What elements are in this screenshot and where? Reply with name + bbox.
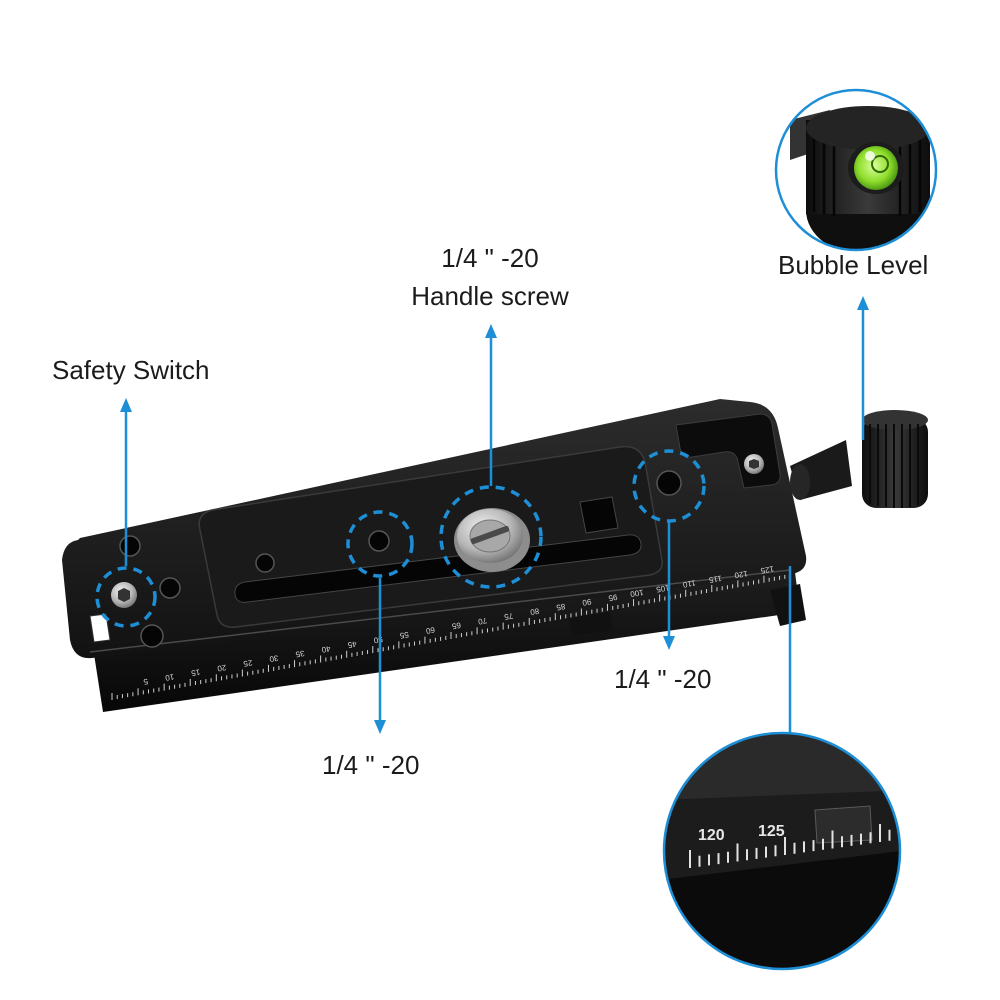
- ruler-number: 105: [655, 583, 670, 594]
- thread-bottom-label: 1/4 " -20: [322, 750, 420, 780]
- callout-rings: [95, 449, 706, 628]
- bubble-level-label: Bubble Level: [778, 250, 929, 280]
- zoom-ruler-number: 120: [698, 827, 725, 844]
- callout-arrows: [120, 296, 869, 756]
- thread-hole-icon: [119, 470, 682, 648]
- zoom-ruler-ticks: [689, 824, 891, 868]
- ruler-number: 30: [268, 653, 279, 664]
- ruler-number: 45: [346, 639, 357, 650]
- ruler-number: 115: [708, 573, 723, 584]
- ruler-number: 95: [607, 592, 618, 603]
- thread-left-ring: [346, 510, 414, 578]
- ruler-number: 20: [216, 663, 227, 674]
- hex-socket-screw-icon: [111, 582, 137, 608]
- ruler-number: 25: [242, 658, 253, 669]
- handle-screw-thread-label: 1/4 " -20: [441, 243, 539, 273]
- ruler-number: 80: [529, 606, 540, 617]
- knob-icon: [790, 410, 928, 508]
- thread-right-label: 1/4 " -20: [614, 664, 712, 694]
- ruler-number: 40: [320, 644, 331, 655]
- hex-socket-screw-icon: [744, 454, 764, 474]
- ruler-number: 110: [682, 578, 697, 589]
- ruler-number: 10: [164, 672, 175, 683]
- safety-switch-label: Safety Switch: [52, 355, 210, 385]
- ruler-number: 85: [555, 602, 566, 613]
- thread-right-ring: [632, 449, 706, 523]
- nodal-rail-plate: 5 10 15 20 25 30 35 40 45 50 55 60 65 70 75 80 85 90 95 100…: [62, 399, 928, 712]
- ruler-number: 50: [373, 634, 384, 645]
- ruler-number: 90: [581, 597, 592, 608]
- ruler-number: 15: [190, 667, 201, 678]
- ruler-number: 75: [503, 611, 514, 622]
- ruler-number: 5: [142, 677, 148, 687]
- safety-switch-ring: [95, 566, 157, 628]
- ruler-number: 60: [425, 625, 436, 636]
- ruler-number: 35: [294, 649, 305, 660]
- ruler-number: 65: [451, 620, 462, 631]
- zoom-ruler-number: 125: [758, 823, 785, 840]
- ruler-number: 125: [759, 564, 774, 575]
- ruler-number: 100: [629, 588, 644, 599]
- handle-screw-ring: [439, 485, 543, 589]
- ruler-number: 70: [477, 616, 488, 627]
- ruler-numbers: 5 10 15 20 25 30 35 40 45 50 55 60 65 70 75 80 85 90 95 100…: [142, 564, 774, 686]
- ruler-zoom-inset: 120 125: [662, 731, 902, 971]
- ruler-number: 55: [399, 630, 410, 641]
- bubble-level-icon: [848, 142, 904, 194]
- ruler-number: 120: [733, 569, 748, 580]
- handle-screw-label: Handle screw: [411, 281, 569, 311]
- slotted-screw-icon: [454, 508, 530, 572]
- bubble-level-inset: [774, 88, 938, 252]
